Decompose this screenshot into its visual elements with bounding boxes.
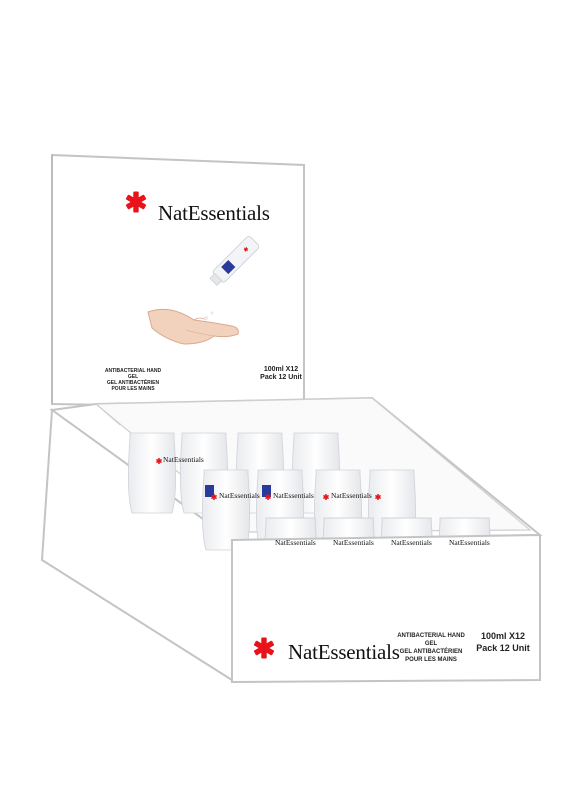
front-desc-line-1: ANTIBACTERIAL HAND GEL <box>397 633 465 647</box>
tube-brand-label: NatEssentials <box>163 455 204 464</box>
lid-tube-icon <box>209 236 260 286</box>
tube-brand-label: NatEssentials <box>331 491 372 500</box>
front-brand-name: NatEssentials <box>288 640 400 664</box>
front-pack-info: 100ml X12 Pack 12 Unit <box>470 630 536 654</box>
lid-pack-count: Pack 12 Unit <box>260 374 302 381</box>
box-front-panel <box>231 533 541 684</box>
front-volume: 100ml X12 <box>480 631 526 641</box>
lid-description: ANTIBACTERIAL HAND GEL GEL ANTIBACTÉRIEN… <box>102 368 164 392</box>
lid-pack-info: 100ml X12 Pack 12 Unit <box>250 366 312 382</box>
lid-desc-line-2: GEL ANTIBACTÉRIEN <box>106 380 160 386</box>
open-hand-icon <box>147 308 239 345</box>
lid-desc-line-1: ANTIBACTERIAL HAND GEL <box>104 368 162 380</box>
front-pack-count: Pack 12 Unit <box>476 643 530 653</box>
tube-brand-label: NatEssentials <box>449 538 490 547</box>
tube-brand-label: NatEssentials <box>219 491 260 500</box>
lid-desc-line-3: POUR LES MAINS <box>111 386 155 392</box>
lid-volume: 100ml X12 <box>263 366 299 373</box>
tube-brand-label: NatEssentials <box>333 538 374 547</box>
lid-brand-name: NatEssentials <box>158 201 270 225</box>
front-desc-line-3: POUR LES MAINS <box>405 657 457 663</box>
tube-row-middle <box>201 469 417 551</box>
tube-brand-label: NatEssentials <box>273 491 314 500</box>
tube-brand-label: NatEssentials <box>275 538 316 547</box>
front-desc-line-2: GEL ANTIBACTÉRIEN <box>399 649 463 655</box>
tube-brand-label: NatEssentials <box>391 538 432 547</box>
front-description: ANTIBACTERIAL HAND GEL GEL ANTIBACTÉRIEN… <box>392 632 470 664</box>
